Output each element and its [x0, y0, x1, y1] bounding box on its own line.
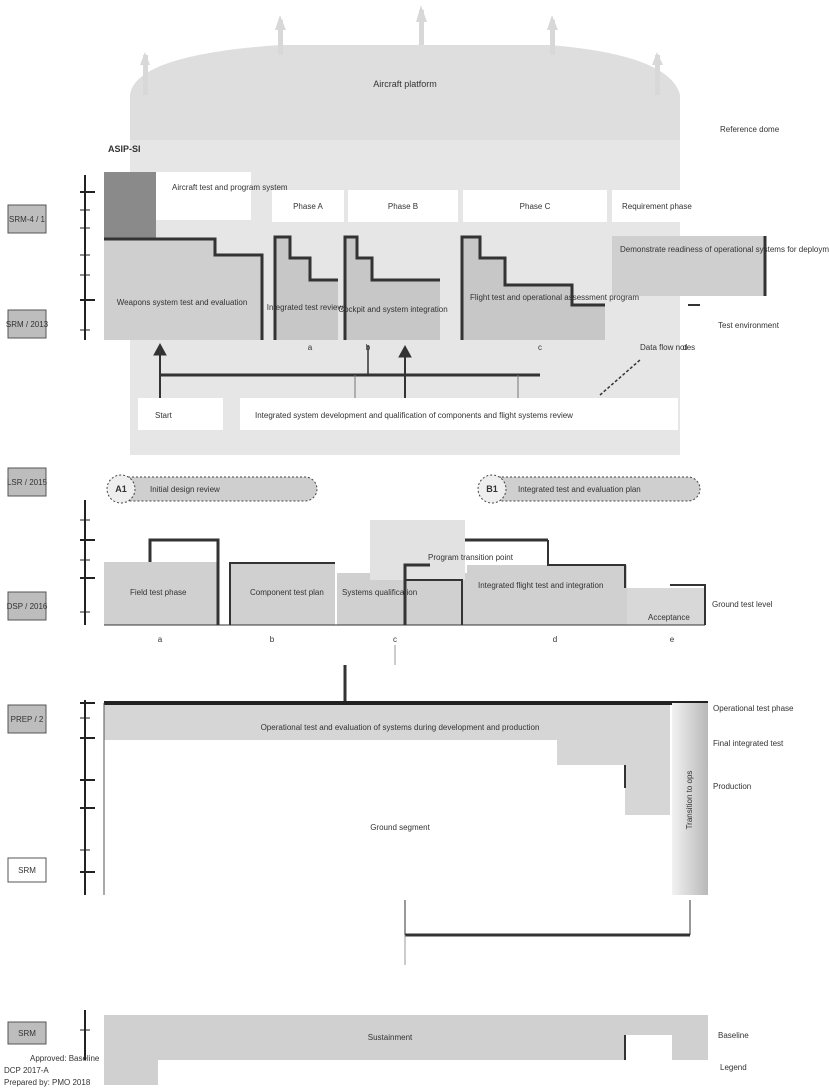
pill-1-code: A1: [115, 484, 127, 494]
footer-line-2: DCP 2017-A: [4, 1066, 49, 1075]
section1-markers: a b c d: [308, 343, 687, 352]
section1-start: Start: [155, 411, 173, 420]
axis-2-ticks: [80, 519, 95, 613]
pill-1: A1 Initial design review: [106, 474, 318, 504]
s2-block-qualification: Systems qualification: [342, 588, 417, 597]
svg-text:c: c: [393, 635, 397, 644]
axis-3-ticks: [80, 702, 95, 873]
left-tag-1: SRM-4 / 1: [7, 204, 47, 234]
section1-note-box: [156, 172, 251, 220]
section1-top-tag: ASIP-SI: [108, 144, 141, 154]
section1-bottom-box: [240, 398, 678, 430]
section3-band-text: Operational test and evaluation of syste…: [261, 723, 540, 732]
svg-text:SRM-4 / 1: SRM-4 / 1: [9, 215, 46, 224]
section3-vertical-bar: [672, 703, 708, 895]
pill-2-code: B1: [486, 484, 498, 494]
svg-text:d: d: [553, 635, 557, 644]
axis-1-ticks: [80, 191, 95, 331]
section3-bracket: [404, 900, 691, 965]
section2-markers: a b c d e: [158, 635, 675, 644]
header-phase-c: Phase C: [520, 202, 551, 211]
svg-text:a: a: [308, 343, 313, 352]
section4-band: [104, 1015, 708, 1085]
section3-center-text: Ground segment: [370, 823, 430, 832]
svg-text:SRM: SRM: [18, 866, 36, 875]
header-requirement: Requirement phase: [622, 202, 692, 211]
right-label-baseline: Baseline: [718, 1031, 749, 1040]
s2-block-flight: Integrated flight test and integration: [478, 581, 603, 590]
right-label-platform: Reference dome: [720, 125, 780, 134]
block-flight-test: Flight test and operational assessment p…: [470, 293, 639, 302]
section2-step-note: Program transition point: [428, 553, 514, 562]
block-readiness: Demonstrate readiness of operational sys…: [620, 245, 829, 254]
svg-text:d: d: [683, 343, 687, 352]
s3-right-label-1: Operational test phase: [713, 704, 794, 713]
section3-vertical-text: Transition to ops: [685, 771, 694, 830]
section4-band-text: Sustainment: [368, 1033, 413, 1042]
s2-block-component: Component test plan: [250, 588, 324, 597]
right-label-footer: Legend: [720, 1063, 747, 1072]
section1-start-box: [138, 398, 223, 430]
svg-text:b: b: [270, 635, 275, 644]
section3-band: [104, 703, 670, 815]
section1-blocks: [104, 235, 767, 340]
left-tag-2: SRM / 2013: [6, 309, 49, 339]
svg-text:DSP / 2016: DSP / 2016: [7, 602, 48, 611]
left-tag-6: SRM: [7, 857, 47, 883]
svg-text:LSR / 2015: LSR / 2015: [7, 478, 48, 487]
s3-right-label-3: Production: [713, 782, 751, 791]
section1-bottom-text: Integrated system development and qualif…: [255, 411, 573, 420]
left-tag-4: DSP / 2016: [7, 591, 48, 621]
svg-text:e: e: [670, 635, 675, 644]
svg-text:SRM: SRM: [18, 1029, 36, 1038]
section1-note: Aircraft test and program system: [172, 183, 288, 192]
section1-dark-block: [104, 172, 156, 239]
pill-1-text: Initial design review: [150, 485, 220, 494]
right-label-ground-track: Ground test level: [712, 600, 773, 609]
section2-blocks: [104, 520, 706, 626]
footer-line-1: Approved: Baseline: [30, 1054, 100, 1063]
dome-label: Aircraft platform: [373, 79, 437, 89]
s2-block-field: Field test phase: [130, 588, 187, 597]
dome: [130, 5, 680, 140]
section1-headers: Phase A Phase B Phase C Requirement phas…: [272, 190, 692, 222]
pill-2: B1 Integrated test and evaluation plan: [477, 474, 701, 504]
footer-line-3: Prepared by: PMO 2018: [4, 1078, 91, 1087]
right-label-mission: Test environment: [718, 321, 780, 330]
svg-text:c: c: [538, 343, 542, 352]
header-phase-a: Phase A: [293, 202, 323, 211]
s2-block-acceptance: Acceptance: [648, 613, 690, 622]
svg-text:a: a: [158, 635, 163, 644]
left-tag-7: SRM: [7, 1021, 47, 1045]
svg-text:b: b: [366, 343, 371, 352]
s3-right-label-2: Final integrated test: [713, 739, 784, 748]
block-cockpit: Cockpit and system integration: [338, 305, 447, 314]
left-tag-5: PREP / 2: [7, 704, 47, 734]
left-tag-3: LSR / 2015: [7, 467, 48, 497]
header-phase-b: Phase B: [388, 202, 418, 211]
section1-flow: [153, 342, 641, 398]
pill-2-text: Integrated test and evaluation plan: [518, 485, 641, 494]
block-integrated-review: Integrated test review: [267, 303, 344, 312]
arrow-note: Data flow notes: [640, 343, 695, 352]
svg-text:SRM / 2013: SRM / 2013: [6, 320, 49, 329]
block-weapons-test: Weapons system test and evaluation: [117, 298, 248, 307]
svg-text:PREP / 2: PREP / 2: [11, 715, 44, 724]
